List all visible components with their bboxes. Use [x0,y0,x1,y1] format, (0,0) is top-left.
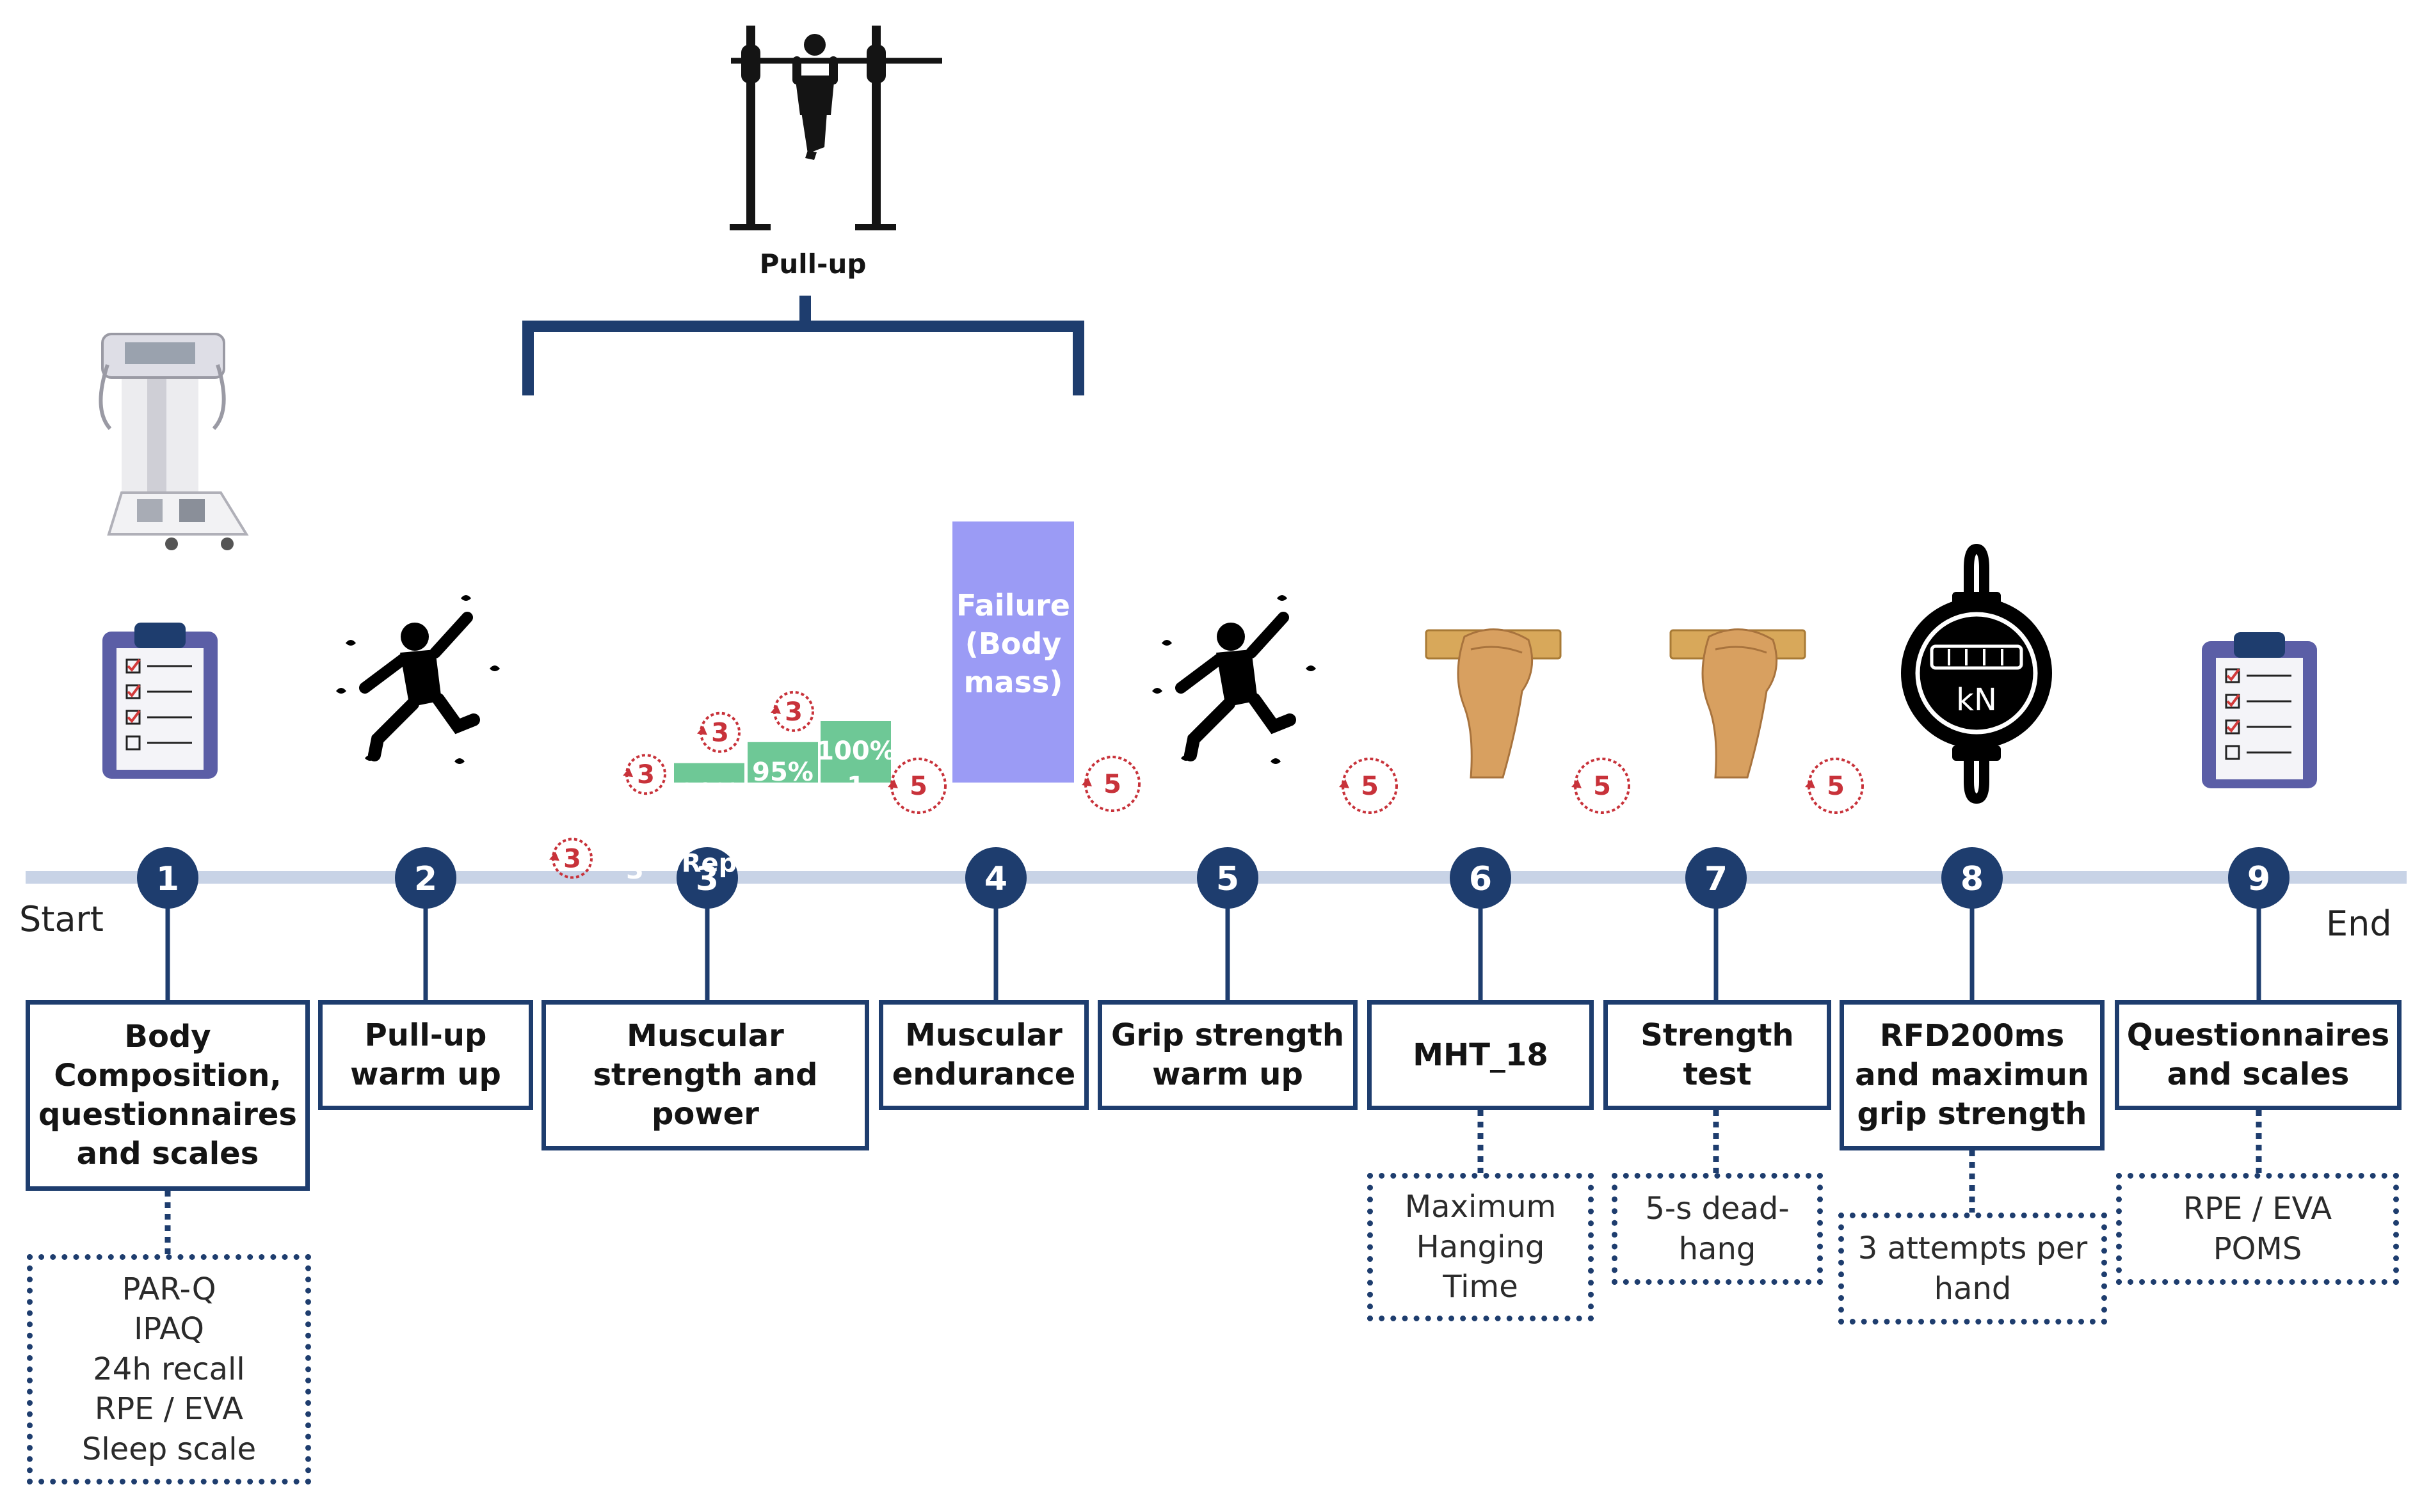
failure-line-3: mass) [964,665,1063,699]
svg-text:3: 3 [637,760,655,790]
station-1-details: PAR-Q IPAQ 24h recall RPE / EVA Sleep sc… [27,1254,311,1484]
start-label: Start [19,899,104,939]
pull-up-bar-label-1-3: Rep [534,975,589,1004]
station-8-details: 3 attempts per hand [1838,1213,2107,1325]
rest-timer-3min-3: 3 [697,712,741,753]
pull-up-bracket [522,296,1084,395]
body-composition-scale-icon [99,333,249,550]
step-number-5: 5 [1216,860,1239,898]
pull-up-bar-label-5-2: 1 [847,772,865,801]
dynamometer-unit: kN [1956,682,1997,718]
station-4-box: Muscular endurance [879,1000,1089,1110]
station-8-box: RFD200ms and maximun grip strength [1840,1000,2105,1150]
rest-timer-5min-5: 5 [1805,758,1864,814]
rest-timers: 5 5 5 5 5 [888,756,1864,814]
step-number-7: 7 [1704,860,1728,898]
failure-bar-label: Failure (Body mass) [956,588,1070,699]
pull-up-bar-label-4-3: Rep [755,828,811,857]
timeline-nodes: 1 2 3 4 5 6 7 8 9 [137,847,2290,909]
step-node-3 [677,847,738,909]
step-node-1 [137,847,198,909]
svg-text:5: 5 [1361,772,1379,801]
station-2-box: Pull-up warm up [318,1000,533,1110]
station-1-box: Body Composition, questionnaires and sca… [26,1000,310,1191]
clipboard-checklist-icon [102,623,218,779]
svg-text:3: 3 [563,844,581,873]
rest-timer-3min-2: 3 [623,754,666,795]
svg-text:3: 3 [785,697,803,727]
rest-timer-5min-1: 5 [888,758,947,814]
pull-up-bar-label-3-2: 2 [700,814,718,843]
station-3-box: Muscular strength and power [541,1000,869,1150]
step-node-2 [395,847,456,909]
pull-up-bar-label-2-2: 3 [626,855,644,885]
svg-text:5: 5 [1827,772,1845,801]
pull-up-bar-4 [748,742,818,783]
station-6-box: MHT_18 [1367,1000,1594,1110]
step-node-7 [1685,847,1747,909]
climber-icon [336,595,500,764]
pull-up-bar-label-2-1: 80% [604,820,666,850]
pull-up-bar-5 [821,721,891,783]
rest-timer-3min-1: 3 [549,838,593,879]
step-number-8: 8 [1961,860,1984,898]
station-7-details: 5-s dead- hang [1612,1173,1823,1285]
svg-text:5: 5 [1103,770,1121,799]
pull-up-bar-label-1-2: 3 [552,939,570,969]
svg-text:3: 3 [711,719,729,748]
pull-up-bar-label-1-1: 60% [531,904,592,934]
climber-icon [1152,595,1316,764]
step-number-9: 9 [2247,860,2270,898]
rest-timer-5min-2: 5 [1082,756,1141,812]
end-label: End [2326,903,2392,944]
step-number-2: 2 [414,860,437,898]
failure-line-2: (Body [965,626,1062,661]
step-number-1: 1 [156,860,179,898]
failure-bar [952,521,1074,783]
rest-timer-5min-3: 5 [1339,758,1398,814]
pull-up-bar-label-3-1: 90% [678,779,740,808]
pull-up-bar-icon [730,26,942,230]
station-9-details: RPE / EVA POMS [2116,1173,2399,1285]
step-node-9 [2228,847,2290,909]
step-number-4: 4 [984,860,1007,898]
clipboard-checklist-icon [2202,632,2317,788]
pull-up-bar-label-4-2: 1 [774,793,792,822]
step-node-8 [1941,847,2003,909]
pull-up-bar-label-5-1: 100% [816,736,895,766]
station-6-details: Maximum Hanging Time [1367,1173,1594,1321]
rest-timer-5min-4: 5 [1571,758,1630,814]
dynamometer-kn-icon: kN [1901,543,2052,804]
failure-line-1: Failure [956,588,1070,623]
svg-text:5: 5 [1593,772,1611,801]
step-number-6: 6 [1469,860,1492,898]
rest-timer-3min-4: 3 [771,690,814,732]
pull-up-bar-3 [674,763,744,783]
station-5-box: Grip strength warm up [1098,1000,1358,1110]
pull-up-bar-label-3-3: Rep [682,849,737,879]
svg-text:5: 5 [910,772,927,801]
step-node-5 [1197,847,1258,909]
hand-on-hold-icon [1669,628,1806,779]
pull-up-bar-label-5-3: Rep [828,807,884,836]
station-7-box: Strength test [1603,1000,1831,1110]
pull-up-bar-label-4-1: 95% [752,758,814,787]
step-node-4 [965,847,1027,909]
step-number-3: 3 [696,860,719,898]
hand-on-hold-icon [1425,628,1562,779]
station-9-box: Questionnaires and scales [2115,1000,2402,1110]
step-node-6 [1450,847,1511,909]
pull-up-bar-label-2-3: Rep [607,891,663,920]
pull-up-label: Pull-up [760,248,867,280]
